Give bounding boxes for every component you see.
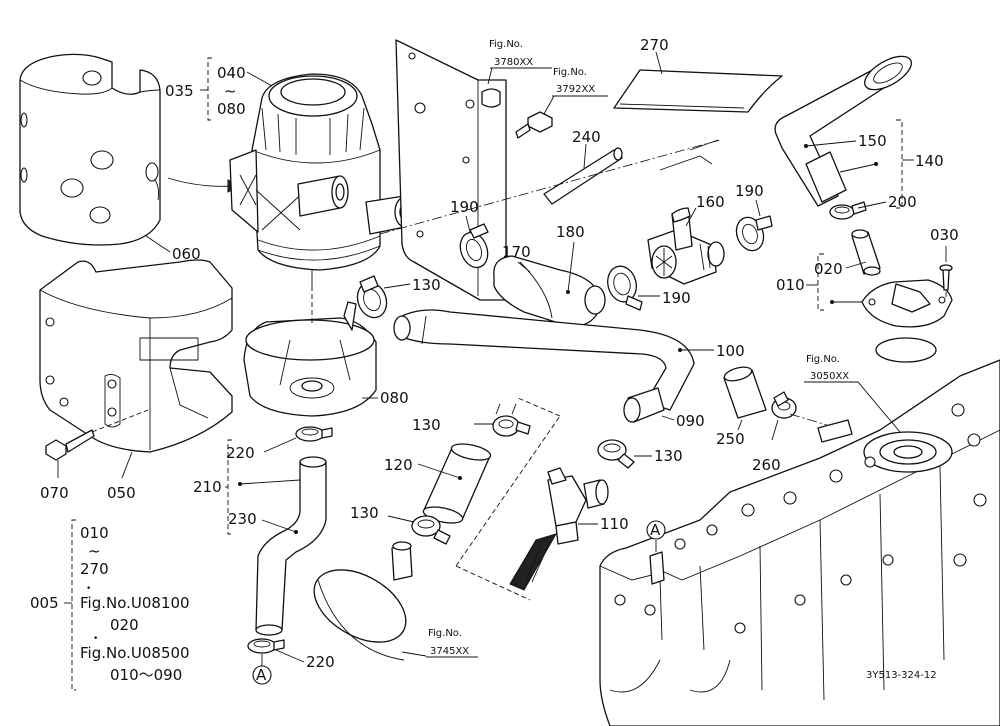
label-080: 080 xyxy=(380,389,409,407)
legend-range-end: 270 xyxy=(80,560,109,578)
label-060: 060 xyxy=(172,245,201,263)
legend-bullet-2: • xyxy=(93,634,98,644)
legend-range-start: 010 xyxy=(80,524,109,542)
lower-cover-050 xyxy=(39,259,233,453)
legend-range-tilde: ~ xyxy=(88,542,101,560)
label-110: 110 xyxy=(600,515,629,533)
label-190-right: 190 xyxy=(735,182,764,200)
label-040: 040 xyxy=(217,64,246,82)
pipe-020 xyxy=(851,229,881,276)
fig-ref-3792-number: 3792XX xyxy=(556,84,595,95)
label-080-range: 080 xyxy=(217,100,246,118)
fig-ref-3050-number: 3050XX xyxy=(810,371,849,382)
cover-010 xyxy=(861,279,953,328)
label-130-lower-right: 130 xyxy=(654,447,683,465)
fig-ref-3745-label: Fig.No. xyxy=(428,628,462,639)
hose-230 xyxy=(255,456,327,636)
label-020: 020 xyxy=(814,260,843,278)
clamp-130-lower-right xyxy=(597,439,635,469)
sheet-270 xyxy=(613,69,783,113)
label-190-middle: 190 xyxy=(662,289,691,307)
legend-bullet-1: • xyxy=(86,584,91,594)
tube-240 xyxy=(543,147,623,205)
bolt-070 xyxy=(45,429,95,461)
engine-head-cover-3050 xyxy=(599,359,1000,726)
clamp-190-right xyxy=(735,215,773,252)
marker-a-right-text: A xyxy=(650,521,661,539)
hose-150 xyxy=(774,55,912,207)
label-170: 170 xyxy=(502,243,531,261)
label-270: 270 xyxy=(640,36,669,54)
label-010: 010 xyxy=(776,276,805,294)
label-070: 070 xyxy=(40,484,69,502)
fig-ref-3050-label: Fig.No. xyxy=(806,354,840,365)
fig-ref-3745-number: 3745XX xyxy=(430,646,469,657)
clamp-190-middle xyxy=(607,265,643,311)
label-260: 260 xyxy=(752,456,781,474)
legend-ref-u08100: Fig.No.U08100 xyxy=(80,594,190,612)
valve-160 xyxy=(647,207,725,285)
bolt-3792 xyxy=(515,111,553,139)
hose-end-3745 xyxy=(313,541,413,661)
label-160: 160 xyxy=(696,193,725,211)
perforated-cover-060 xyxy=(19,53,161,246)
clamp-220-bottom xyxy=(247,638,285,654)
label-100: 100 xyxy=(716,342,745,360)
label-090: 090 xyxy=(676,412,705,430)
label-240: 240 xyxy=(572,128,601,146)
label-200: 200 xyxy=(888,193,917,211)
screw-030 xyxy=(939,264,953,291)
label-140: 140 xyxy=(915,152,944,170)
label-120: 120 xyxy=(384,456,413,474)
separator-assembly-035 xyxy=(229,73,416,288)
label-030: 030 xyxy=(930,226,959,244)
label-190-left: 190 xyxy=(450,198,479,216)
label-035: 035 xyxy=(165,82,194,100)
label-050: 050 xyxy=(107,484,136,502)
label-250: 250 xyxy=(716,430,745,448)
label-tilde-040: ~ xyxy=(224,82,237,100)
label-150: 150 xyxy=(858,132,887,150)
fig-ref-3780-number: 3780XX xyxy=(494,57,533,68)
clamp-200 xyxy=(829,201,867,220)
valve-110 xyxy=(509,467,609,591)
legend-ref-u08500: Fig.No.U08500 xyxy=(80,644,190,662)
label-130-mid-left: 130 xyxy=(412,416,441,434)
clamp-130-upper xyxy=(356,275,388,319)
label-220-bottom: 220 xyxy=(306,653,335,671)
clamp-220-top xyxy=(295,426,333,442)
label-130-lower-left: 130 xyxy=(350,504,379,522)
legend-ref-u08100-part: 020 xyxy=(110,616,139,634)
label-230: 230 xyxy=(228,510,257,528)
fig-ref-3792-label: Fig.No. xyxy=(553,67,587,78)
hose-120 xyxy=(422,443,492,524)
legend-ref-u08500-parts: 010～090 xyxy=(110,666,182,684)
label-220-top: 220 xyxy=(226,444,255,462)
label-005: 005 xyxy=(30,594,59,612)
clamp-130-lower-left xyxy=(411,515,451,545)
clamp-130-mid-left xyxy=(492,403,531,437)
bowl-080 xyxy=(243,301,377,417)
drawing-code: 3Y513-324-12 xyxy=(866,670,937,681)
plug-250 xyxy=(723,366,767,419)
marker-a-left-text: A xyxy=(256,666,267,684)
clamp-260 xyxy=(771,391,797,419)
label-130-upper: 130 xyxy=(412,276,441,294)
marker-a-right xyxy=(646,520,666,540)
o-ring xyxy=(875,337,937,363)
elbow-180 xyxy=(493,255,606,327)
clamp-190-left xyxy=(459,223,489,269)
label-210: 210 xyxy=(193,478,222,496)
label-180: 180 xyxy=(556,223,585,241)
fig-ref-3780-label: Fig.No. xyxy=(489,39,523,50)
fitting-090 xyxy=(623,387,665,423)
